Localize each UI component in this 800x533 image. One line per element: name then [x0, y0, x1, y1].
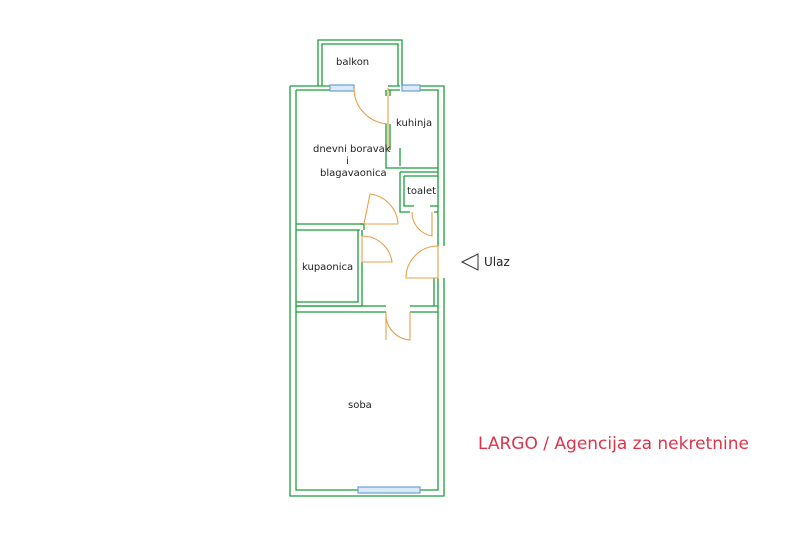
door-living-leaf — [363, 193, 371, 225]
door-toilet — [411, 211, 433, 237]
label-balkon: balkon — [336, 57, 369, 68]
toilet-wall-right — [430, 205, 438, 213]
doors — [353, 87, 439, 341]
label-entrance: Ulaz — [484, 255, 510, 269]
balcony-wall-inner — [321, 43, 399, 86]
window-kitchen — [401, 84, 421, 92]
walls — [289, 39, 445, 497]
label-dnevni-line1: dnevni boravak — [313, 144, 391, 155]
entrance-arrow-icon — [460, 253, 479, 271]
outer-wall — [289, 85, 445, 497]
door-balcony — [353, 87, 389, 125]
label-toalet: toalet — [407, 186, 436, 197]
window-balcony-left — [329, 84, 355, 92]
door-living — [364, 193, 399, 225]
door-bathroom — [361, 235, 393, 263]
kitchen-wall — [385, 90, 438, 169]
label-kuhinja: kuhinja — [396, 118, 432, 129]
windows — [329, 84, 421, 494]
bathroom-wall — [296, 230, 359, 303]
label-kupaonica: kupaonica — [302, 262, 353, 273]
living-bottom-short — [360, 223, 365, 230]
living-bottom-wall — [296, 223, 364, 231]
label-dnevni-line2: i — [346, 156, 349, 167]
door-bedroom — [385, 311, 411, 341]
label-soba: soba — [348, 400, 372, 411]
door-entrance — [405, 245, 439, 279]
label-dnevni-line3: blagavaonica — [320, 168, 387, 179]
toilet-wall-inner — [403, 175, 438, 207]
balcony-wall — [317, 39, 403, 86]
window-bedroom — [357, 486, 421, 494]
agency-brand-text: LARGO / Agencija za nekretnine — [478, 434, 749, 454]
toilet-wall — [399, 171, 438, 213]
